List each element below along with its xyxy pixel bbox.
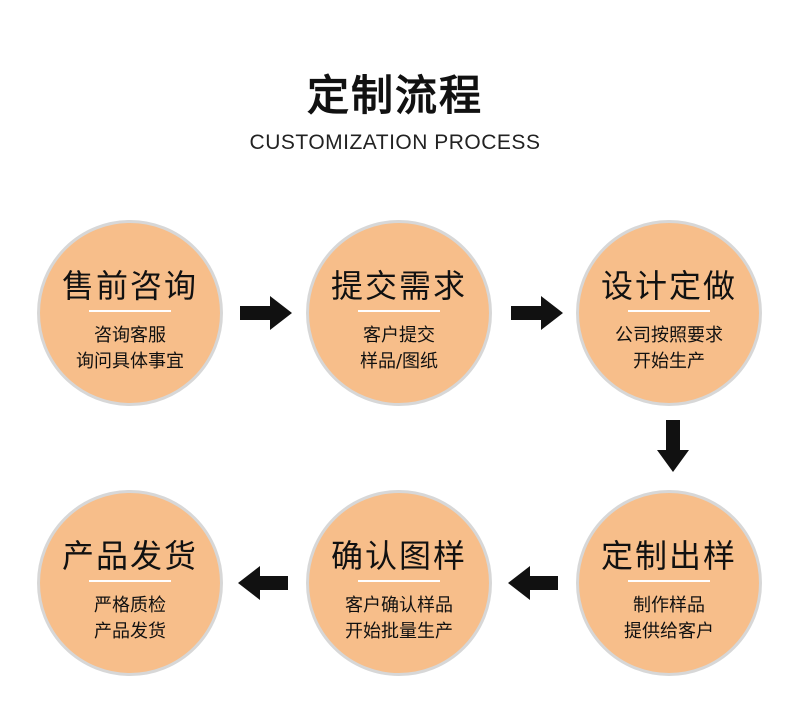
step-presale-consult: 售前咨询 咨询客服 询问具体事宜	[37, 220, 223, 406]
step-ship-product: 产品发货 严格质检 产品发货	[37, 490, 223, 676]
step-description-line: 客户确认样品	[345, 595, 453, 616]
divider	[358, 310, 440, 312]
page-subtitle: CUSTOMIZATION PROCESS	[249, 131, 541, 154]
step-description-line: 开始生产	[633, 351, 705, 372]
arrow-right-icon	[240, 296, 292, 330]
step-description-line: 询问具体事宜	[76, 351, 184, 372]
step-description: 客户确认样品 开始批量生产	[309, 593, 489, 645]
divider	[628, 310, 710, 312]
step-description-line: 公司按照要求	[615, 325, 723, 346]
step-title: 定制出样	[600, 537, 737, 575]
step-description-line: 咨询客服	[94, 325, 166, 346]
step-description-line: 提供给客户	[624, 621, 714, 642]
step-submit-requirements: 提交需求 客户提交 样品/图纸	[306, 220, 492, 406]
step-title: 提交需求	[330, 267, 467, 305]
arrow-down-icon	[657, 420, 689, 472]
divider	[89, 580, 171, 582]
page-title: 定制流程	[306, 71, 483, 120]
step-description-line: 样品/图纸	[359, 351, 439, 372]
step-description-line: 制作样品	[633, 595, 705, 616]
step-design-custom: 设计定做 公司按照要求 开始生产	[576, 220, 762, 406]
arrow-right-icon	[511, 296, 563, 330]
arrow-left-icon	[238, 566, 288, 600]
step-description: 咨询客服 询问具体事宜	[40, 323, 220, 375]
step-title: 产品发货	[61, 537, 198, 575]
step-description: 制作样品 提供给客户	[579, 593, 759, 645]
step-title: 确认图样	[330, 537, 467, 575]
arrow-left-icon	[508, 566, 558, 600]
step-description: 严格质检 产品发货	[40, 593, 220, 645]
step-description-line: 严格质检	[94, 595, 166, 616]
step-make-sample: 定制出样 制作样品 提供给客户	[576, 490, 762, 676]
step-description: 公司按照要求 开始生产	[579, 323, 759, 375]
step-confirm-sample: 确认图样 客户确认样品 开始批量生产	[306, 490, 492, 676]
step-description-line: 开始批量生产	[345, 621, 453, 642]
step-description-line: 产品发货	[94, 621, 166, 642]
step-title: 设计定做	[600, 267, 737, 305]
step-description: 客户提交 样品/图纸	[309, 323, 489, 375]
divider	[89, 310, 171, 312]
step-description-line: 客户提交	[363, 325, 435, 346]
divider	[628, 580, 710, 582]
divider	[358, 580, 440, 582]
step-title: 售前咨询	[61, 267, 198, 305]
